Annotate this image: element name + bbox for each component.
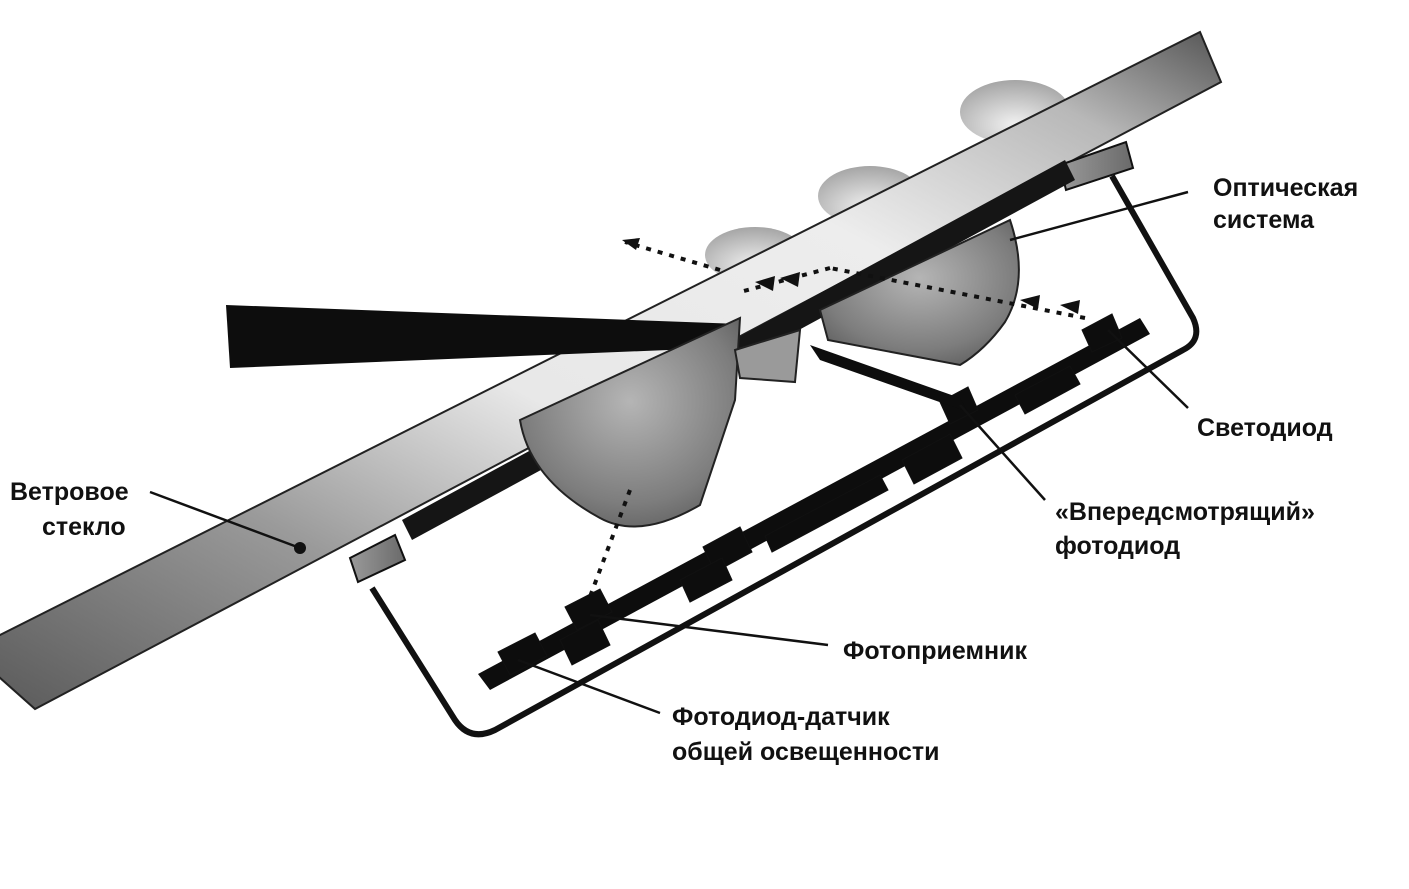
windshield-glass — [0, 30, 1223, 711]
optical-lens-right — [818, 218, 1020, 367]
label-photoreceiver: Фотоприемник — [843, 637, 1027, 665]
label-optical-system-2: система — [1213, 206, 1315, 234]
leader-forward — [959, 404, 1046, 501]
label-windshield-1: Ветровое — [10, 478, 129, 506]
sensor-housing — [369, 174, 1200, 738]
board-components — [497, 313, 1123, 676]
label-led: Светодиод — [1197, 414, 1333, 442]
arrowhead-2 — [1020, 295, 1040, 309]
component-e — [679, 557, 733, 603]
leader-ambient — [517, 658, 661, 715]
leader-lines — [149, 190, 1189, 715]
leader-photoreceiver — [589, 613, 829, 647]
beam-led-to-glass — [829, 266, 1086, 320]
label-forward-photodiode-2: фотодиод — [1055, 532, 1180, 560]
circuit-board — [478, 318, 1150, 690]
light-beams — [583, 240, 1086, 611]
label-forward-photodiode-1: «Впередсмотрящий» — [1055, 498, 1315, 526]
led-chip — [1081, 313, 1123, 353]
arrowhead-1 — [1060, 300, 1080, 314]
beam-glass-internal — [739, 266, 831, 294]
component-a — [1014, 365, 1081, 415]
label-windshield-2: стекло — [42, 513, 126, 541]
labels: Оптическая система Светодиод «Впередсмот… — [10, 174, 1358, 766]
component-b — [901, 433, 963, 485]
leader-led — [1107, 329, 1189, 409]
component-c — [764, 474, 889, 553]
beam-down-to-receiver — [583, 489, 632, 611]
label-optical-system-1: Оптическая — [1213, 174, 1358, 202]
leader-optical — [1009, 190, 1189, 242]
beam-forward-scatter — [624, 240, 721, 272]
optical-bridge — [733, 328, 802, 384]
leader-windshield — [149, 490, 301, 550]
beam-arrowheads — [578, 238, 1080, 612]
optical-lens-left — [518, 316, 742, 528]
windshield-pointer-dot — [294, 542, 306, 554]
mount-pad-lower — [348, 533, 407, 584]
arrowhead-5 — [622, 238, 640, 250]
forward-photodiode-stalk — [810, 345, 968, 412]
label-ambient-sensor-1: Фотодиод-датчик — [672, 703, 890, 731]
arrowhead-4 — [755, 276, 775, 291]
label-ambient-sensor-2: общей освещенности — [672, 738, 939, 766]
component-f — [559, 619, 611, 666]
wiper-blade — [226, 305, 740, 368]
photoreceiver-chip — [564, 588, 613, 631]
ambient-photodiode — [497, 632, 548, 676]
arrowhead-3 — [780, 272, 800, 287]
